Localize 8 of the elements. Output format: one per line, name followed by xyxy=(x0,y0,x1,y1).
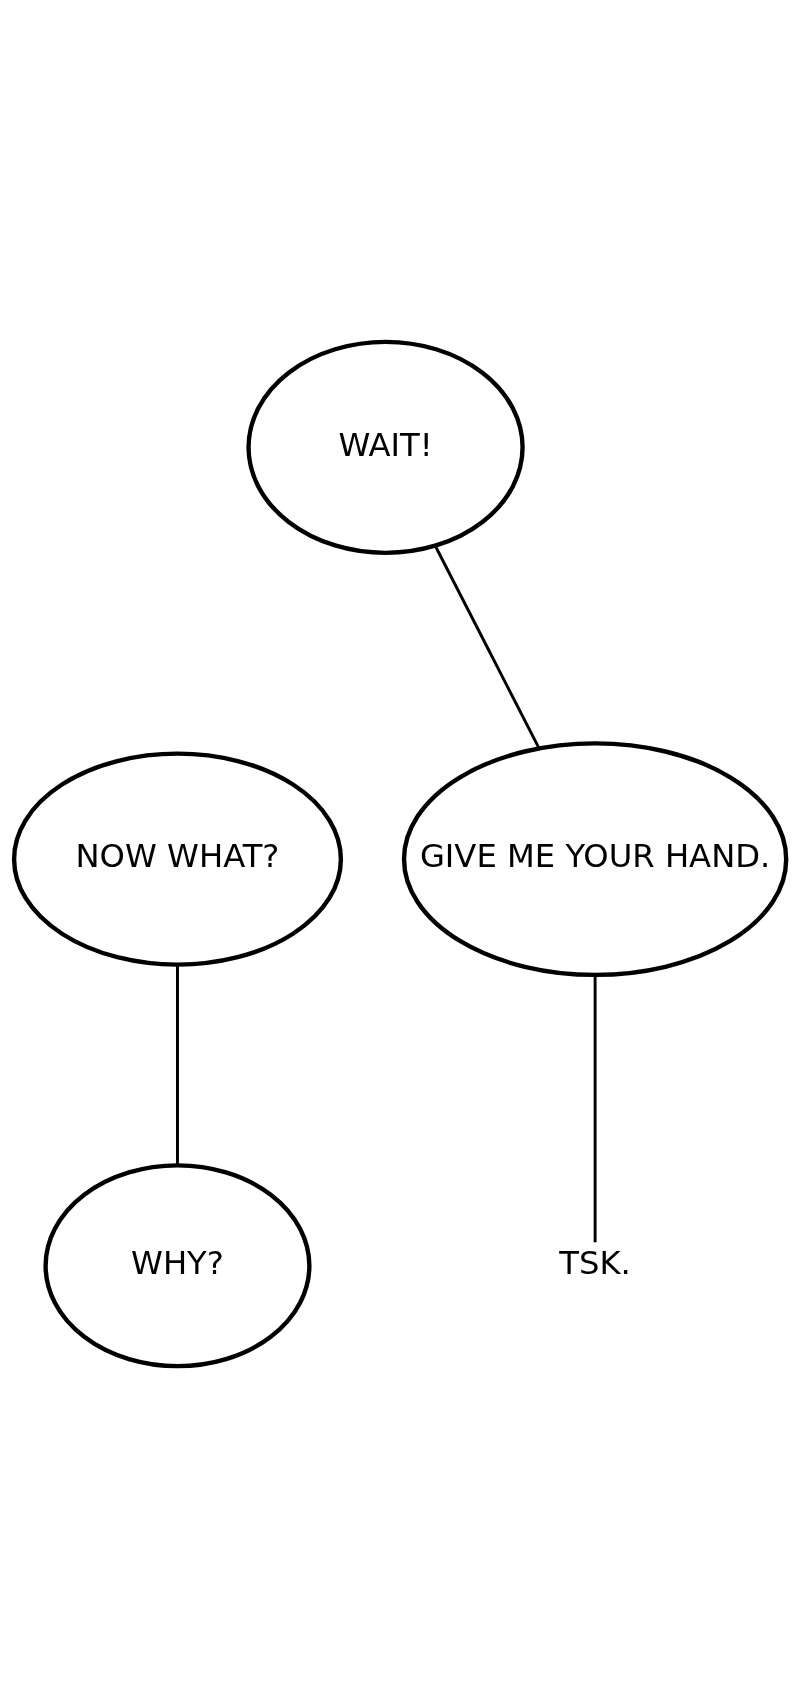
connector xyxy=(593,974,597,1242)
node-ellipse: NOW WHAT? xyxy=(11,750,344,967)
node-ellipse: GIVE ME YOUR HAND. xyxy=(401,740,789,977)
connector xyxy=(433,544,541,749)
node-text: TSK. xyxy=(559,1243,631,1282)
connector xyxy=(176,964,179,1165)
node-ellipse: WHY? xyxy=(43,1162,312,1368)
node-ellipse: WAIT! xyxy=(246,339,525,555)
